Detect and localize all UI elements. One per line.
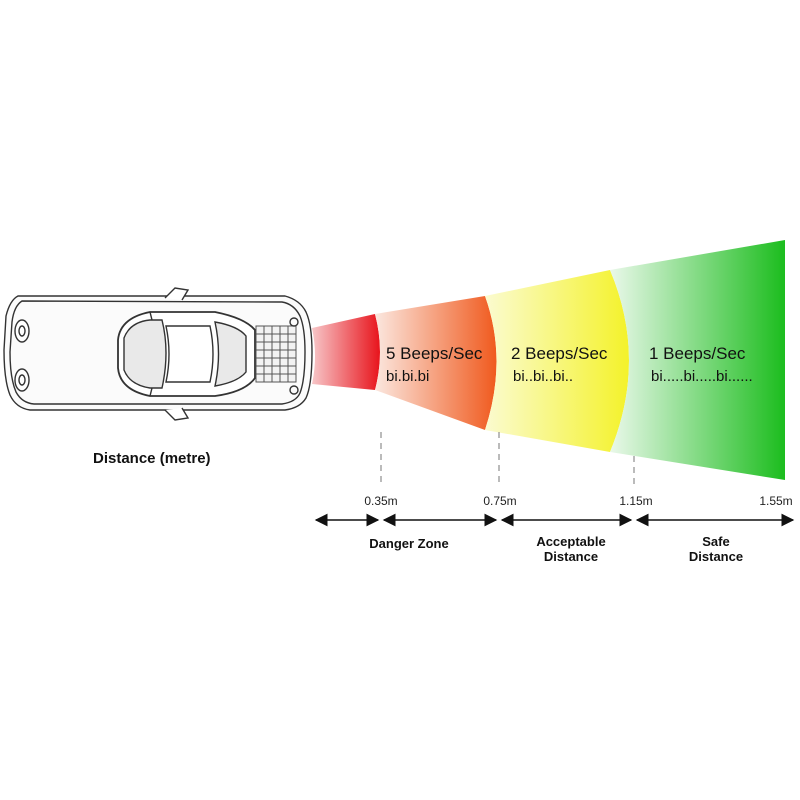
- zone-acceptable-yellow: [485, 270, 629, 452]
- safe-beep-sound: bi.....bi.....bi......: [651, 368, 753, 385]
- acceptable-beep-rate: 2 Beeps/Sec: [511, 344, 608, 363]
- distance-marks: 0.35m 0.75m 1.15m 1.55m: [364, 494, 792, 508]
- mark-0-35: 0.35m: [364, 494, 397, 508]
- sensor-zones: [312, 240, 785, 480]
- zone-labels: 5 Beeps/Sec bi.bi.bi 2 Beeps/Sec bi..bi.…: [386, 344, 753, 385]
- range-safe-label-2: Distance: [689, 549, 743, 564]
- safe-beep-rate: 1 Beeps/Sec: [649, 344, 746, 363]
- mark-1-15: 1.15m: [619, 494, 652, 508]
- distance-caption: Distance (metre): [93, 450, 211, 467]
- acceptable-beep-sound: bi..bi..bi..: [513, 368, 573, 385]
- range-labels: Danger Zone Acceptable Distance Safe Dis…: [369, 534, 743, 564]
- zone-near-red: [312, 314, 380, 390]
- range-safe-label-1: Safe: [702, 534, 729, 549]
- range-acceptable-label-2: Distance: [544, 549, 598, 564]
- range-acceptable-label-1: Acceptable: [536, 534, 605, 549]
- mark-1-55: 1.55m: [759, 494, 792, 508]
- danger-beep-sound: bi.bi.bi: [386, 368, 429, 385]
- mark-0-75: 0.75m: [483, 494, 516, 508]
- zone-danger-orange: [375, 296, 497, 430]
- distance-guide-lines: [380, 432, 635, 486]
- danger-beep-rate: 5 Beeps/Sec: [386, 344, 483, 363]
- range-danger-label: Danger Zone: [369, 536, 448, 551]
- zone-safe-green: [610, 240, 785, 480]
- car-top-view-illustration: [3, 287, 313, 421]
